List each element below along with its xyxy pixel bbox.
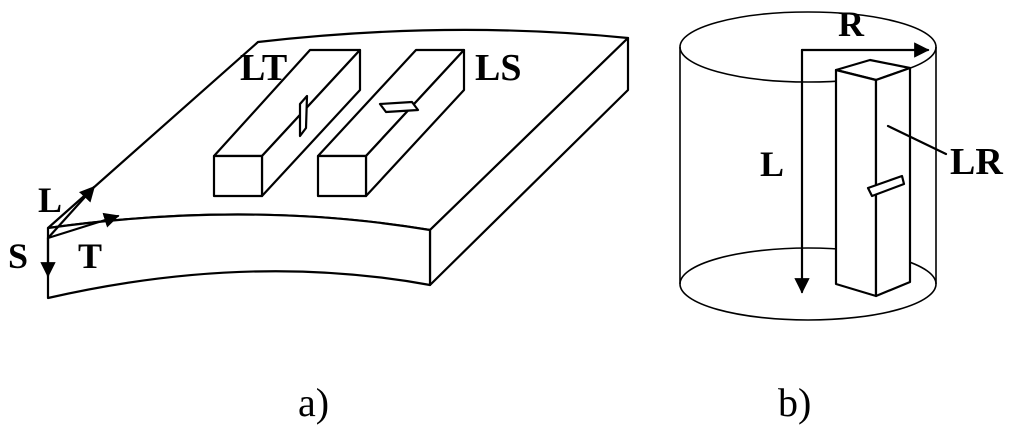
- cylinder: [679, 11, 937, 321]
- axis-s-label: S: [8, 236, 28, 276]
- axis-t-arrow: [46, 212, 120, 240]
- plate: [46, 28, 630, 300]
- caption-b: b): [778, 380, 811, 425]
- axis-l-arrow: [46, 185, 96, 240]
- axis-arrows-b: [794, 42, 948, 294]
- ls-notch: [378, 100, 420, 114]
- lt-notch: [298, 94, 309, 138]
- lr-label: LR: [950, 141, 1003, 183]
- axis-r-label: R: [838, 4, 865, 44]
- ls-label: LS: [475, 47, 521, 89]
- panel-a: LT LS L T S a): [8, 28, 630, 425]
- axis-triad-a: [40, 185, 120, 278]
- axis-t-label: T: [78, 236, 102, 276]
- caption-a: a): [298, 380, 329, 425]
- lr-notch: [866, 174, 906, 198]
- axis-l-label: L: [38, 180, 62, 220]
- plate-front-face: [46, 213, 432, 300]
- panel-b: R L LR b): [679, 4, 1003, 425]
- lr-specimen: [834, 58, 912, 298]
- lr-leader-line: [886, 124, 948, 156]
- axis-l-label-b: L: [760, 144, 784, 184]
- cylinder-bottom-ellipse: [679, 247, 937, 321]
- ls-specimen: [316, 48, 466, 198]
- lt-label: LT: [240, 47, 287, 89]
- lt-specimen: [212, 48, 362, 198]
